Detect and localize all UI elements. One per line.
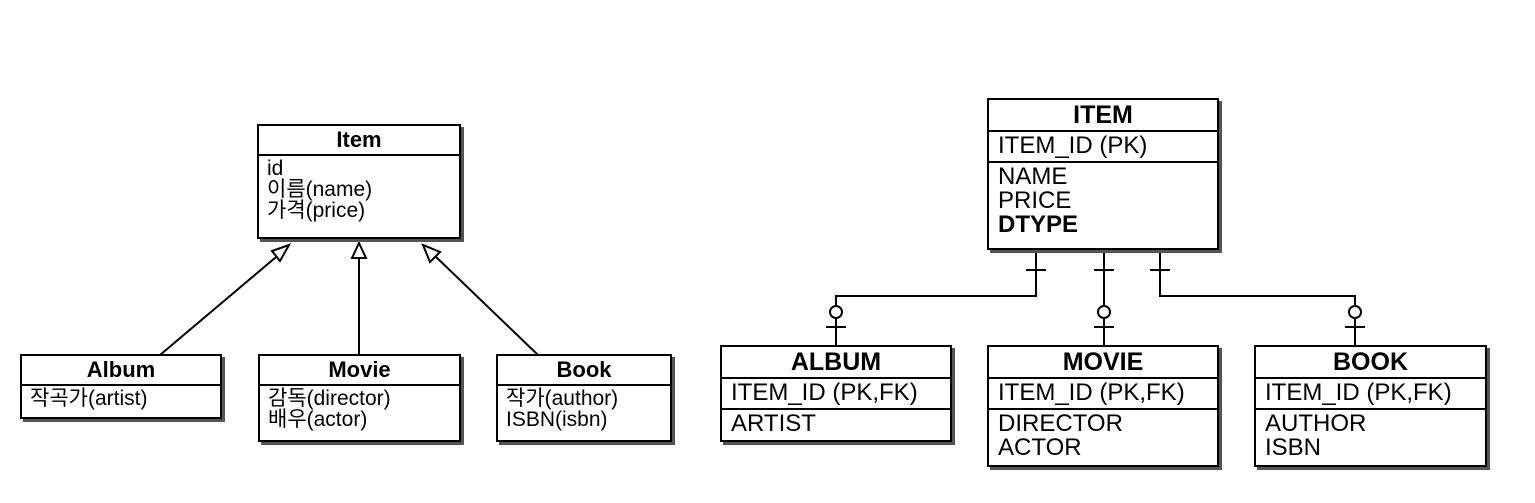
relation-line-book — [1159, 250, 1356, 345]
class-book: Book 작가(author) ISBN(isbn) — [496, 354, 672, 442]
table-book-columns: AUTHOR ISBN — [1256, 410, 1485, 460]
table-movie-title: MOVIE — [989, 347, 1217, 379]
table-album-columns: ARTIST — [722, 410, 950, 436]
class-album-title: Album — [22, 356, 220, 386]
relation-line-album — [835, 250, 1037, 345]
zero-mark-album — [829, 305, 843, 319]
class-field: 작가(author) — [506, 387, 619, 410]
inheritance-line-album — [159, 251, 283, 356]
class-field: 작곡가(artist) — [30, 387, 148, 410]
table-key-column: ITEM_ID (PK,FK) — [1265, 379, 1452, 406]
inheritance-arrowhead-book — [421, 243, 442, 264]
table-album-title: ALBUM — [722, 347, 950, 379]
table-book-key: ITEM_ID (PK,FK) — [1256, 379, 1485, 410]
table-key-column: ITEM_ID (PK,FK) — [998, 379, 1185, 406]
class-field: ISBN(isbn) — [506, 408, 608, 431]
table-item-title: ITEM — [989, 100, 1217, 132]
table-key-column: ITEM_ID (PK) — [998, 132, 1148, 159]
table-item-key: ITEM_ID (PK) — [989, 132, 1217, 163]
table-album-key: ITEM_ID (PK,FK) — [722, 379, 950, 410]
class-album: Album 작곡가(artist) — [20, 354, 222, 419]
class-book-fields: 작가(author) ISBN(isbn) — [498, 386, 670, 430]
class-field: 이름(name) — [267, 178, 373, 201]
class-item-fields: id 이름(name) 가격(price) — [259, 156, 459, 221]
table-book: BOOK ITEM_ID (PK,FK) AUTHOR ISBN — [1254, 345, 1487, 467]
table-item: ITEM ITEM_ID (PK) NAME PRICE DTYPE — [987, 98, 1219, 250]
inheritance-arrowhead-movie — [350, 240, 368, 259]
table-column: ISBN — [1265, 434, 1322, 461]
class-field: 배우(actor) — [268, 408, 368, 431]
table-movie-columns: DIRECTOR ACTOR — [989, 410, 1217, 460]
table-column: AUTHOR — [1265, 410, 1367, 437]
class-field: id — [267, 157, 284, 180]
table-column: DIRECTOR — [998, 410, 1123, 437]
zero-mark-book — [1348, 305, 1362, 319]
table-column: ACTOR — [998, 434, 1082, 461]
table-movie: MOVIE ITEM_ID (PK,FK) DIRECTOR ACTOR — [987, 345, 1219, 467]
table-column: PRICE — [998, 187, 1072, 214]
zero-mark-movie — [1097, 305, 1111, 319]
class-field: 감독(director) — [268, 387, 391, 410]
class-movie-fields: 감독(director) 배우(actor) — [260, 386, 459, 430]
inheritance-arrowhead-album — [270, 243, 292, 263]
table-column: NAME — [998, 163, 1068, 190]
class-item: Item id 이름(name) 가격(price) — [257, 124, 461, 239]
table-column: ARTIST — [731, 410, 816, 437]
table-movie-key: ITEM_ID (PK,FK) — [989, 379, 1217, 410]
table-book-title: BOOK — [1256, 347, 1485, 379]
class-field: 가격(price) — [267, 199, 366, 222]
class-movie: Movie 감독(director) 배우(actor) — [258, 354, 461, 442]
inheritance-line-book — [432, 253, 539, 356]
class-album-fields: 작곡가(artist) — [22, 386, 220, 409]
table-key-column: ITEM_ID (PK,FK) — [731, 379, 918, 406]
class-movie-title: Movie — [260, 356, 459, 386]
table-item-columns: NAME PRICE DTYPE — [989, 163, 1217, 237]
class-item-title: Item — [259, 126, 459, 156]
table-album: ALBUM ITEM_ID (PK,FK) ARTIST — [720, 345, 952, 442]
class-book-title: Book — [498, 356, 670, 386]
table-column-dtype: DTYPE — [998, 211, 1079, 238]
